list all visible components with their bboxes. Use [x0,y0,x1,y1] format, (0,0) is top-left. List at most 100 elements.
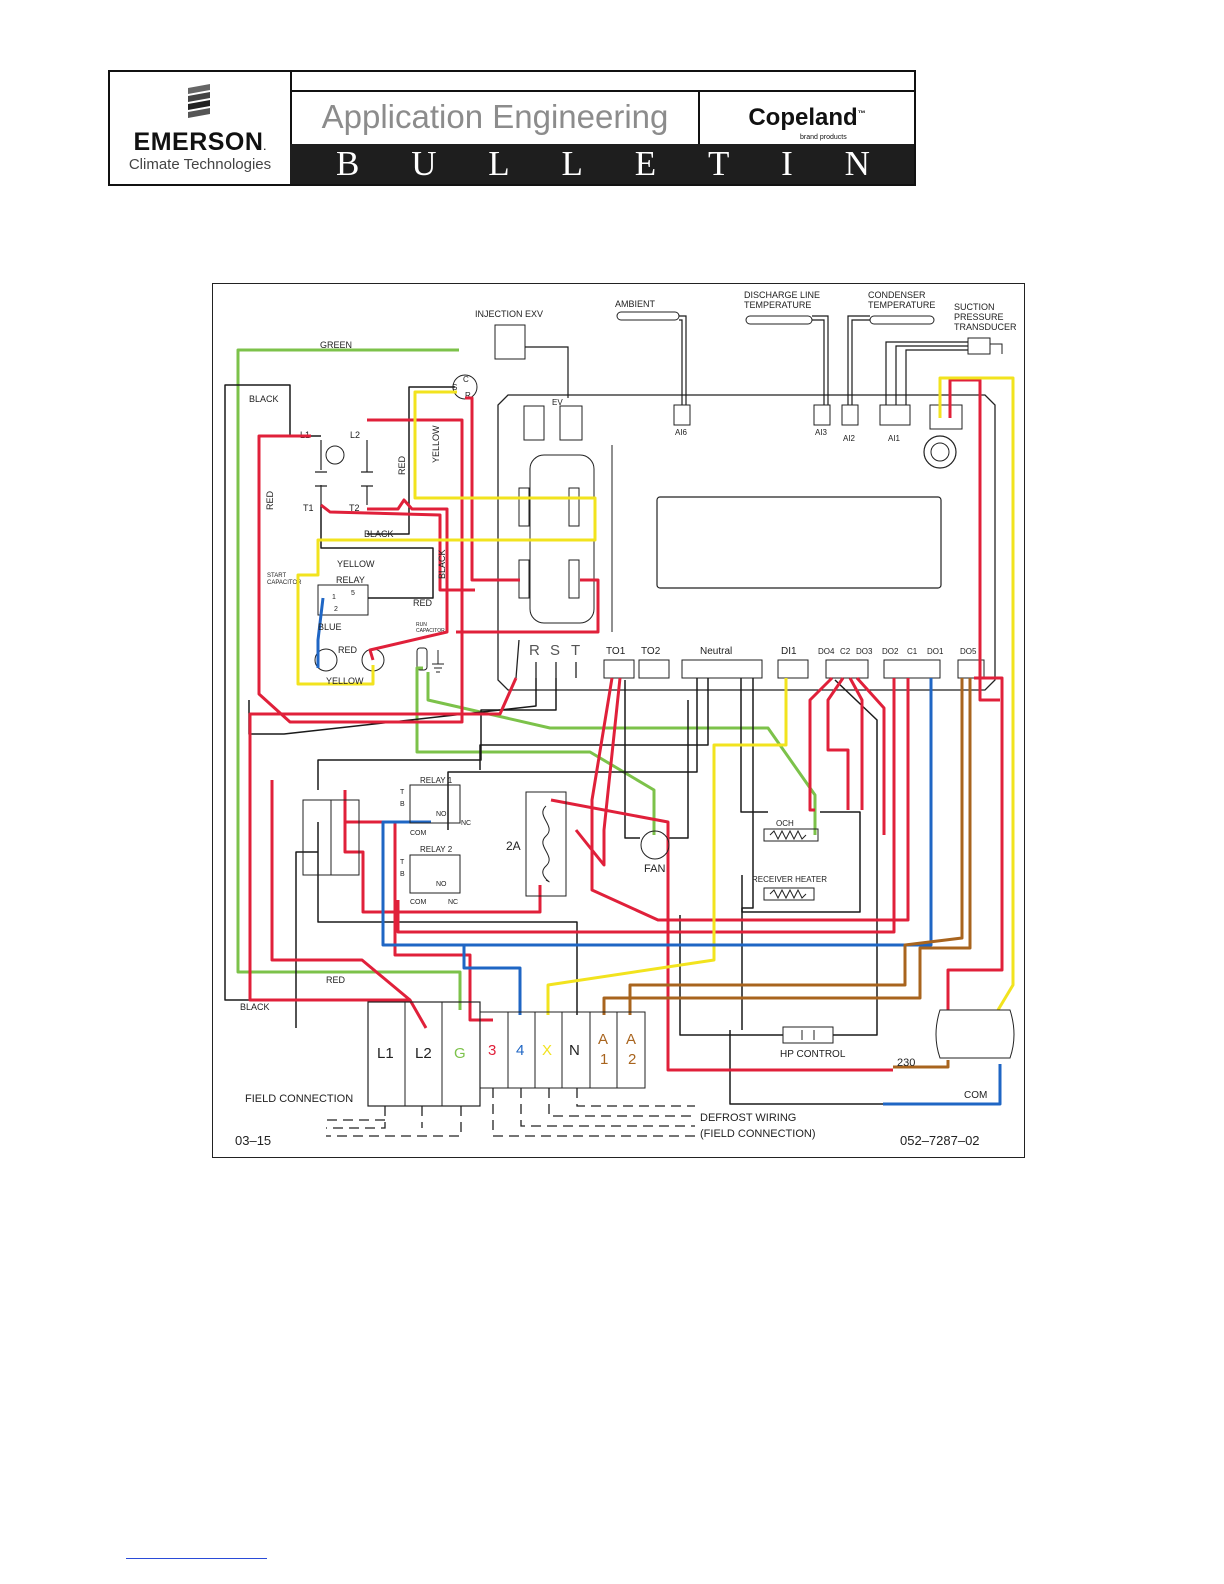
to2-label: TO2 [641,646,661,657]
do1-label: DO1 [927,647,944,656]
footer-link-line [126,1558,267,1559]
fan-label: FAN [644,863,665,875]
start-cap-label: CAPACITOR [267,580,302,586]
yellow-mid-label: YELLOW [337,559,375,569]
terminal-s-label: S [550,642,560,659]
relay-2 [409,854,461,894]
tb-a1: A [598,1031,608,1048]
date-code: 03–15 [235,1133,271,1148]
condenser-label: CONDENSER [868,290,926,300]
relay1-com: COM [410,830,427,837]
buzzer [923,435,957,469]
receiver-heater-label: RECEIVER HEATER [752,875,827,884]
com-label: COM [964,1090,987,1101]
relay-pin: 2 [334,606,338,613]
tb-a1: 1 [600,1051,608,1068]
relay-label: RELAY [336,575,365,585]
tb-3: 3 [488,1042,496,1059]
tb-g: G [454,1045,466,1062]
red-cap-label: RED [338,645,358,655]
brand-subtitle: brand products [800,134,847,141]
do2-label: DO2 [882,647,899,656]
relay2-b: B [400,871,405,878]
suction-label: PRESSURE [954,312,1004,322]
relay1-b: B [400,801,405,808]
red-left-label: RED [265,490,275,510]
relay-coil [568,559,580,599]
di1-label: DI1 [781,646,797,657]
yellow-v-label: YELLOW [431,425,441,463]
suction-label: SUCTION [954,302,995,312]
relay2-nc: NC [448,899,458,906]
company-name: EMERSON. [133,128,267,156]
fuse-holder [525,791,567,897]
do3-label: DO3 [856,647,873,656]
relay1-t: T [400,789,405,796]
start-relay [317,584,369,616]
v230-label: 230 [897,1057,915,1069]
black-v-label: BLACK [437,549,447,579]
injection-exv-sensor [494,324,526,360]
heater-icon [769,829,807,841]
bulletin-letter: L [561,144,583,183]
red-relay-label: RED [413,598,433,608]
red-v-label: RED [397,455,407,475]
contactor-t1: T1 [303,503,314,513]
defrost-label: DEFROST WIRING [700,1112,796,1124]
relay1-no: NO [436,811,447,818]
contactor-l2: L2 [350,430,360,440]
bulletin-letter: N [844,144,870,183]
bulletin-letter: U [411,144,437,183]
heater-icon [769,888,807,900]
bulletin-letter: I [781,144,793,183]
ai6-connector [673,404,691,426]
board-terminal-strips [603,659,985,679]
receiver-heater [763,887,815,901]
ground-lug [416,647,428,671]
ai3-connector [813,404,831,426]
bulletin-letter: B [336,144,360,183]
compressor-c: C [463,375,469,384]
start-cap-label: START [267,573,286,579]
relay2-label: RELAY 2 [420,845,453,854]
black-top-label: BLACK [249,394,279,404]
relay-pin: 1 [332,594,336,601]
tb-l2: L2 [415,1045,432,1062]
contactor-t2: T2 [349,503,360,513]
defrost-label: (FIELD CONNECTION) [700,1128,816,1140]
ai3-label: AI3 [815,428,828,437]
blue-label: BLUE [318,622,342,632]
fuse-label: 2A [506,839,521,853]
bulletin-banner: B U L L E T I N [290,144,914,184]
header-top-strip [290,72,914,92]
relay2-t: T [400,859,405,866]
display-window [656,496,942,589]
bulletin-letter: L [488,144,510,183]
relay2-com: COM [410,899,427,906]
transformer [935,1009,1015,1059]
neutral-label: Neutral [700,646,732,657]
ai6-label: AI6 [675,428,688,437]
och-label: OCH [776,819,794,828]
terminal-t-label: T [571,642,580,659]
c1-label: C1 [907,647,918,656]
relay-coil [518,487,530,527]
buzzer [930,442,950,462]
field-connection-label: FIELD CONNECTION [245,1093,353,1105]
injection-exv-label: INJECTION EXV [475,309,543,319]
suction-label: TRANSDUCER [954,322,1017,332]
to1-label: TO1 [606,646,626,657]
relay-1 [409,784,461,824]
och-heater [763,828,819,842]
discharge-label: DISCHARGE LINE [744,290,820,300]
relay2-no: NO [436,881,447,888]
hp-control [782,1026,834,1044]
green-label: GREEN [320,340,352,350]
part-number: 052–7287–02 [900,1133,980,1148]
yellow-bot-label: YELLOW [326,676,364,686]
header-title: Application Engineering [292,92,700,144]
do4-label: DO4 [818,647,835,656]
run-cap-label: RUN [416,622,427,628]
ground-icon [432,650,444,673]
black-mid-label: BLACK [364,529,394,539]
